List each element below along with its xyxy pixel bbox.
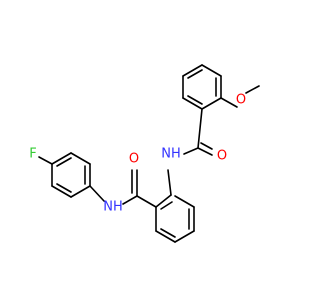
central-phenyl-ring	[155, 169, 195, 243]
fluorine-atom-label: F	[29, 147, 36, 162]
upper-amide-bonds	[183, 108, 213, 156]
left-amide-nitrogen-label: NH	[103, 200, 123, 215]
methoxy-oxygen-label: O	[236, 93, 246, 108]
lower-amide-bonds	[122, 169, 157, 208]
right-amide-nitrogen-label: NH	[161, 147, 181, 162]
left-amide-oxygen-label: O	[129, 152, 139, 167]
molecule-structure-diagram: F NH O NH O O	[29, 64, 260, 243]
right-amide-oxygen-label: O	[217, 149, 227, 164]
methoxyphenyl-ring	[182, 64, 222, 110]
atom-labels: F NH O NH O O	[29, 93, 246, 215]
fluorophenyl-ring	[38, 152, 105, 202]
methoxy-group	[220, 85, 260, 108]
